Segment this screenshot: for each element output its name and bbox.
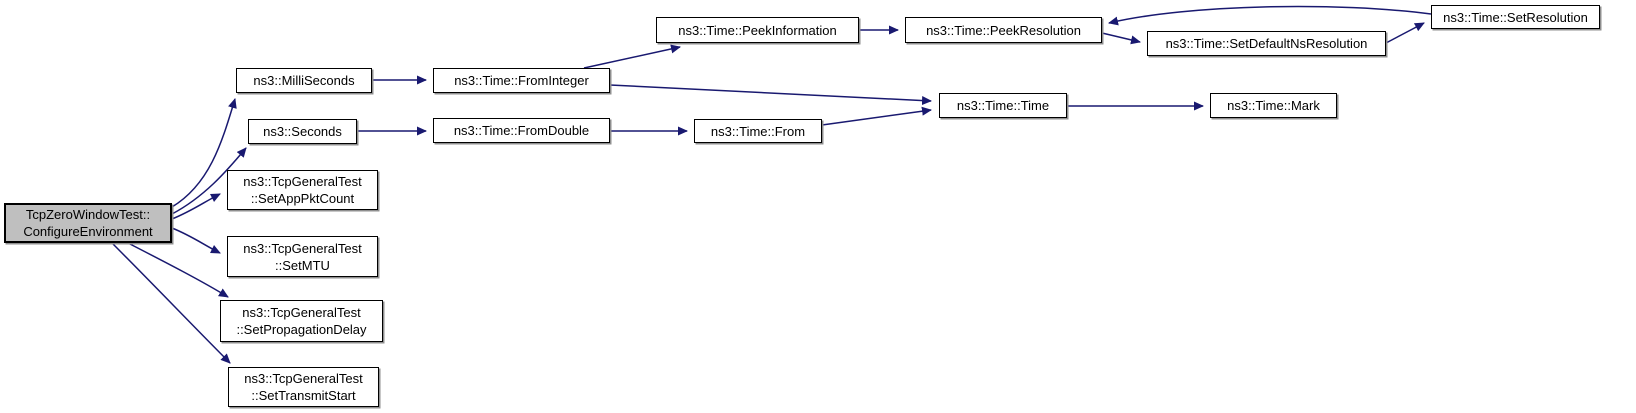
edge-peek_resolution-to-set_default_ns_resolution [1101, 32, 1141, 45]
edge-from_integer-to-time [609, 84, 932, 106]
node-ns3-milliseconds[interactable]: ns3::MilliSeconds [236, 68, 372, 93]
node-ns3-time-peekresolution[interactable]: ns3::Time::PeekResolution [905, 17, 1102, 43]
node-ns3-time-mark[interactable]: ns3::Time::Mark [1210, 93, 1337, 118]
edge-configure_environment-to-set_propagation_delay [127, 242, 229, 298]
node-tcpgeneraltest-settransmitstart[interactable]: ns3::TcpGeneralTest ::SetTransmitStart [228, 367, 379, 407]
edge-configure_environment-to-set_mtu [171, 227, 221, 254]
edge-from_integer-to-peek_information [583, 44, 681, 69]
node-ns3-time-from[interactable]: ns3::Time::From [694, 119, 822, 143]
edge-configure_environment-to-milliseconds [171, 98, 237, 208]
edge-configure_environment-to-set_app_pkt_count [171, 193, 221, 220]
node-ns3-time-setresolution[interactable]: ns3::Time::SetResolution [1431, 5, 1600, 29]
edge-from-to-time [821, 106, 932, 126]
edge-set_resolution-to-peek_resolution [1108, 5, 1432, 26]
node-ns3-time-frominteger[interactable]: ns3::Time::FromInteger [433, 68, 610, 93]
node-ns3-time-peekinformation[interactable]: ns3::Time::PeekInformation [656, 17, 859, 43]
node-tcpzerowindowtest-configureenvironment: TcpZeroWindowTest:: ConfigureEnvironment [4, 203, 172, 243]
edge-set_default_ns_resolution-to-set_resolution [1385, 22, 1425, 44]
node-ns3-time-time[interactable]: ns3::Time::Time [939, 93, 1067, 118]
node-ns3-time-setdefaultnsresolution[interactable]: ns3::Time::SetDefaultNsResolution [1147, 31, 1386, 56]
node-tcpgeneraltest-setmtu[interactable]: ns3::TcpGeneralTest ::SetMTU [227, 236, 378, 277]
edge-configure_environment-to-set_transmit_start [111, 242, 231, 364]
node-tcpgeneraltest-setpropagationdelay[interactable]: ns3::TcpGeneralTest ::SetPropagationDela… [220, 300, 383, 342]
node-ns3-time-fromdouble[interactable]: ns3::Time::FromDouble [433, 118, 610, 143]
node-ns3-seconds[interactable]: ns3::Seconds [248, 119, 357, 144]
node-tcpgeneraltest-setapppktcount[interactable]: ns3::TcpGeneralTest ::SetAppPktCount [227, 170, 378, 210]
